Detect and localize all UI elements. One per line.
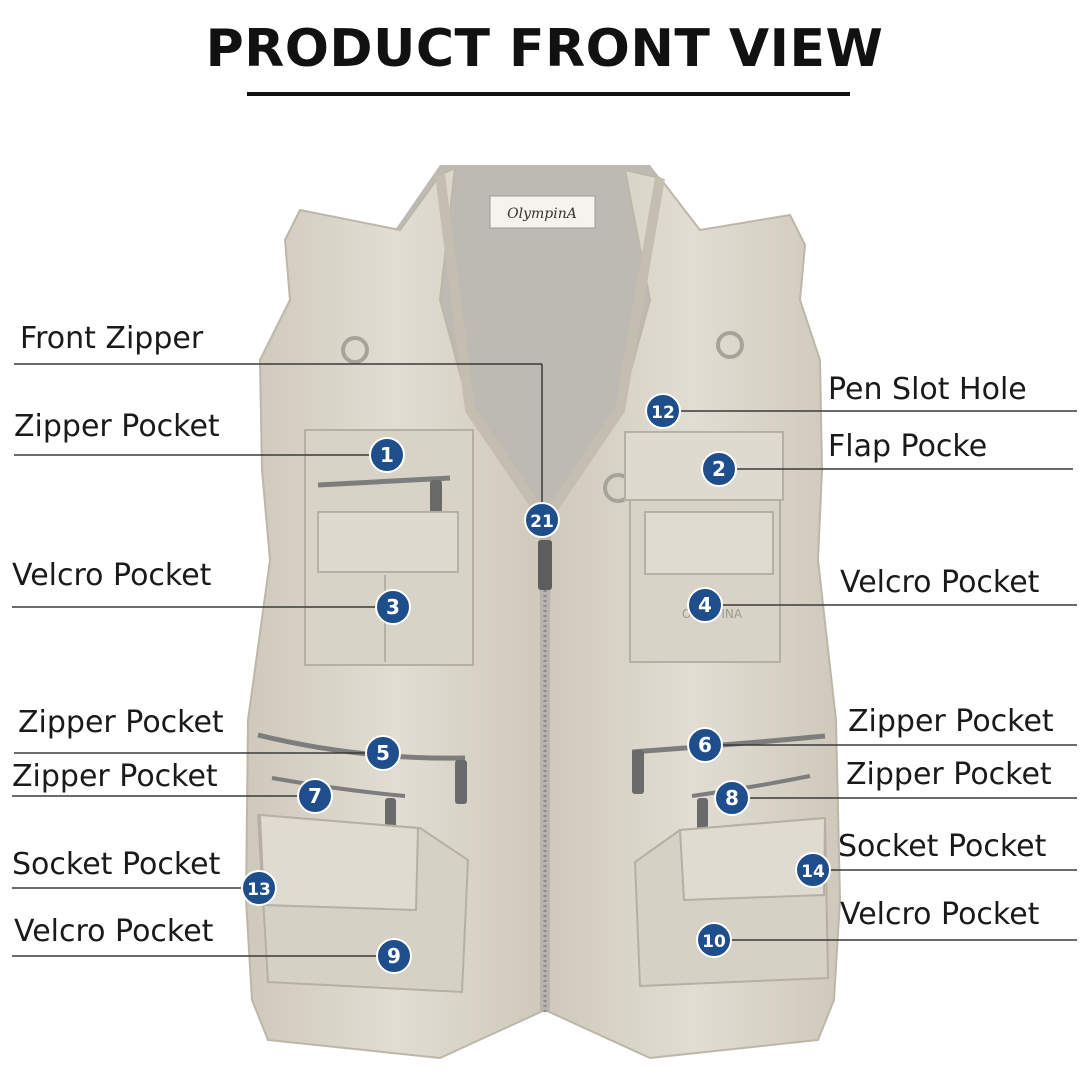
callout-badge — [701, 451, 737, 487]
callout-socket-pocket-14: Socket Pocket 14 — [795, 829, 1077, 888]
callout-badge — [524, 502, 560, 538]
upper-left-zip — [317, 475, 451, 488]
callout-label: Socket Pocket — [12, 847, 221, 882]
lower-left-zip-2 — [271, 776, 406, 798]
callout-number: 2 — [712, 457, 726, 481]
callout-number: 1 — [380, 443, 394, 467]
callout-label: Zipper Pocket — [846, 757, 1052, 792]
title-underline — [247, 92, 850, 96]
lower-left-zip-pull — [455, 760, 467, 804]
callout-velcro-pocket-10: Velcro Pocket 10 — [696, 897, 1077, 958]
lower-left-socket-flap — [258, 813, 420, 912]
brand-label — [489, 195, 596, 229]
callout-badge — [369, 437, 405, 473]
callout-badge — [714, 780, 750, 816]
d-ring-left — [341, 336, 369, 364]
callout-badge — [376, 938, 412, 974]
callout-zipper-pocket-5: Zipper Pocket 5 — [14, 705, 401, 771]
callout-zipper-pocket-6: Zipper Pocket 6 — [687, 704, 1077, 763]
brand-label-text: OlympinA — [507, 206, 577, 222]
callout-label: Velcro Pocket — [840, 565, 1040, 600]
callout-label: Flap Pocke — [828, 429, 987, 464]
callout-badge — [241, 870, 277, 906]
callout-label: Zipper Pocket — [18, 705, 224, 740]
page-title: PRODUCT FRONT VIEW — [205, 19, 884, 79]
callout-badge — [297, 778, 333, 814]
lower-right-zip-pull — [632, 750, 644, 794]
callout-label: Socket Pocket — [838, 829, 1047, 864]
callout-zipper-pocket-8: Zipper Pocket 8 — [714, 757, 1077, 816]
callout-front-zipper: Front Zipper 21 — [14, 321, 560, 538]
callout-label: Front Zipper — [20, 321, 204, 356]
upper-left-velcro-flap — [317, 511, 459, 573]
callout-badge — [795, 852, 831, 888]
callout-number: 21 — [530, 512, 554, 532]
callout-socket-pocket-13: Socket Pocket 13 — [12, 847, 277, 906]
callout-number: 8 — [725, 786, 739, 810]
callout-pen-slot-hole-12: Pen Slot Hole 12 — [645, 372, 1077, 429]
callout-number: 9 — [387, 944, 401, 968]
callout-flap-pocket-2: Flap Pocke 2 — [701, 429, 1073, 487]
callout-label: Velcro Pocket — [12, 558, 212, 593]
callout-badge — [687, 727, 723, 763]
upper-right-velcro-flap — [644, 511, 774, 575]
callout-number: 4 — [698, 593, 712, 617]
callout-number: 13 — [247, 880, 271, 900]
callout-velcro-pocket-4: Velcro Pocket 4 — [687, 565, 1077, 623]
lower-right-zip-2 — [691, 774, 811, 798]
callout-label: Pen Slot Hole — [828, 372, 1027, 407]
callout-badge — [645, 393, 681, 429]
d-ring-right — [716, 331, 744, 359]
callout-label: Zipper Pocket — [12, 759, 218, 794]
callout-number: 12 — [651, 403, 675, 423]
callout-badge — [375, 589, 411, 625]
callout-label: Velcro Pocket — [840, 897, 1040, 932]
callout-label: Zipper Pocket — [848, 704, 1054, 739]
callout-number: 14 — [801, 862, 825, 882]
callout-number: 5 — [376, 741, 390, 765]
callout-badge — [696, 922, 732, 958]
callout-velcro-pocket-9: Velcro Pocket 9 — [12, 914, 412, 974]
callout-number: 6 — [698, 733, 712, 757]
callout-label: Zipper Pocket — [14, 409, 220, 444]
callout-number: 10 — [702, 932, 726, 952]
callout-number: 7 — [308, 784, 322, 808]
lower-right-socket-flap — [678, 816, 827, 902]
callout-velcro-pocket-3: Velcro Pocket 3 — [12, 558, 411, 625]
callout-badge — [687, 587, 723, 623]
callout-number: 3 — [386, 595, 400, 619]
front-zipper-pull — [538, 540, 552, 590]
callout-zipper-pocket-1: Zipper Pocket 1 — [14, 409, 405, 473]
callout-label: Velcro Pocket — [14, 914, 214, 949]
callout-badge — [365, 735, 401, 771]
callout-zipper-pocket-7: Zipper Pocket 7 — [12, 759, 333, 814]
